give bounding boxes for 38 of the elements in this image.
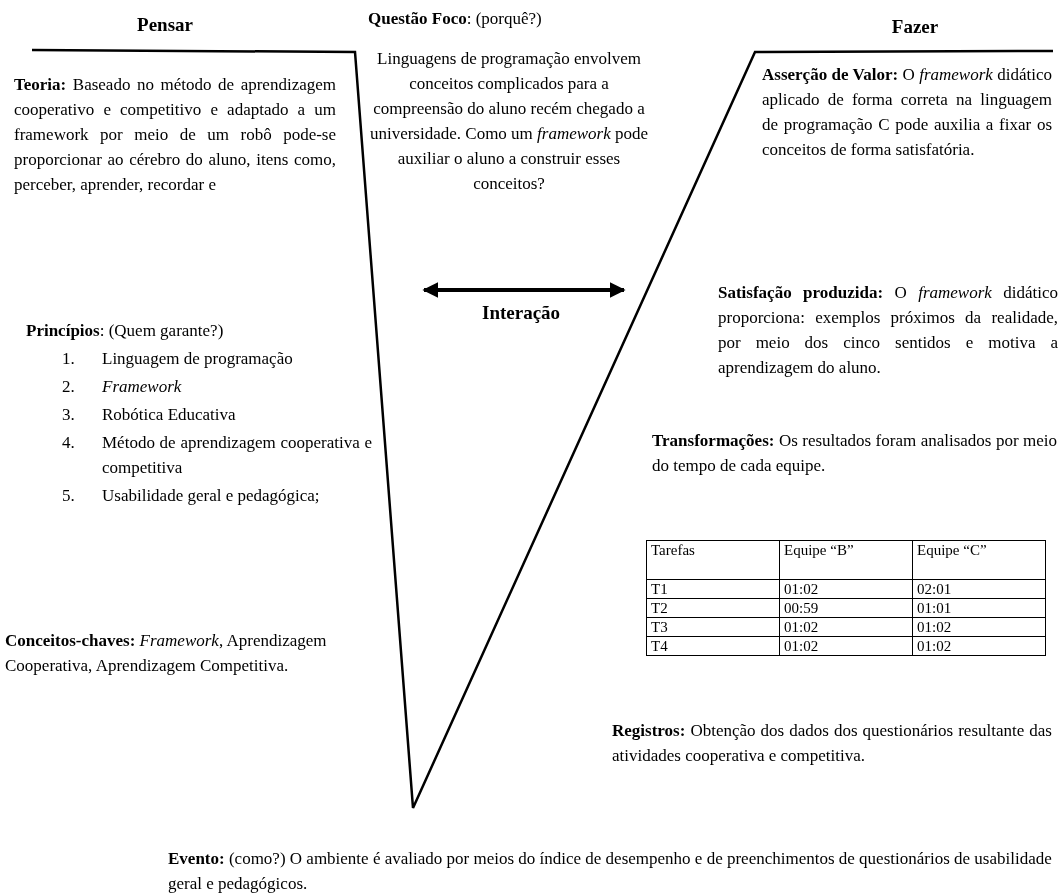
focus-question-heading: Questão Foco: (porquê?) [368,8,543,30]
table-header-cell: Equipe “C” [912,540,1046,580]
table-cell: 02:01 [912,579,1046,599]
theory-paragraph: Teoria: Baseado no método de aprendizagem cooperativo e competitivo e adaptado a um framework por meio de um robô pode-se proporcionar ao cérebro do aluno, itens como, perceber, aprender, recordar e [14,74,336,196]
interaction-label: Interação [482,301,562,325]
list-number: 1. [62,348,75,370]
table-cell: T2 [646,598,780,618]
records-paragraph: Registros: Obtenção dos dados dos questionários resultante das atividades cooperativa e competitiva. [612,720,1052,767]
table-header-cell: Tarefas [646,540,780,580]
principles-heading: Princípios: (Quem garante?) [26,320,225,342]
column-heading: Fazer [890,15,940,39]
table-cell: 01:02 [779,636,913,656]
table-header-cell: Equipe “B” [779,540,913,580]
table-cell: T1 [646,579,780,599]
key-concepts-paragraph: Conceitos-chaves: Framework, Aprendizagem Cooperativa, Aprendizagem Competitiva. [5,630,328,677]
satisfaction-paragraph: Satisfação produzida: O framework didático proporciona: exemplos próximos da realidade, por meio dos cinco sentidos e motiva a aprendizagem do aluno. [718,282,1058,379]
focus-question-text: Linguagens de programação envolvem conceitos complicados para a compreensão do aluno recém chegado a universidade. Como um framework pode auxiliar o aluno a construir esses conceitos? [368,48,650,195]
list-item: Robótica Educativa [102,404,237,426]
table-cell: T4 [646,636,780,656]
list-number: 2. [62,376,75,398]
value-claim-paragraph: Asserção de Valor: O framework didático aplicado de forma correta na linguagem de programação C pode auxilia a fixar os conceitos de forma satisfatória. [762,64,1052,161]
table-cell: 01:02 [779,617,913,637]
list-number: 4. [62,432,75,454]
column-heading: Pensar [136,13,194,37]
table-cell: 01:02 [912,636,1046,656]
list-item: Método de aprendizagem cooperativa e competitiva [102,432,372,479]
table-cell: 01:01 [912,598,1046,618]
transformations-paragraph: Transformações: Os resultados foram analisados por meio do tempo de cada equipe. [652,430,1057,477]
table-cell: T3 [646,617,780,637]
list-number: 5. [62,485,75,507]
table-cell: 00:59 [779,598,913,618]
list-item: Framework [102,376,183,398]
list-item: Linguagem de programação [102,348,294,370]
table-cell: 01:02 [912,617,1046,637]
list-number: 3. [62,404,75,426]
list-item: Usabilidade geral e pedagógica; [102,485,321,507]
table-cell: 01:02 [779,579,913,599]
event-paragraph: Evento: (como?) O ambiente é avaliado por meios do índice de desempenho e de preenchimentos de questionários de usabilidade geral e pedagógicos. [168,848,1053,895]
